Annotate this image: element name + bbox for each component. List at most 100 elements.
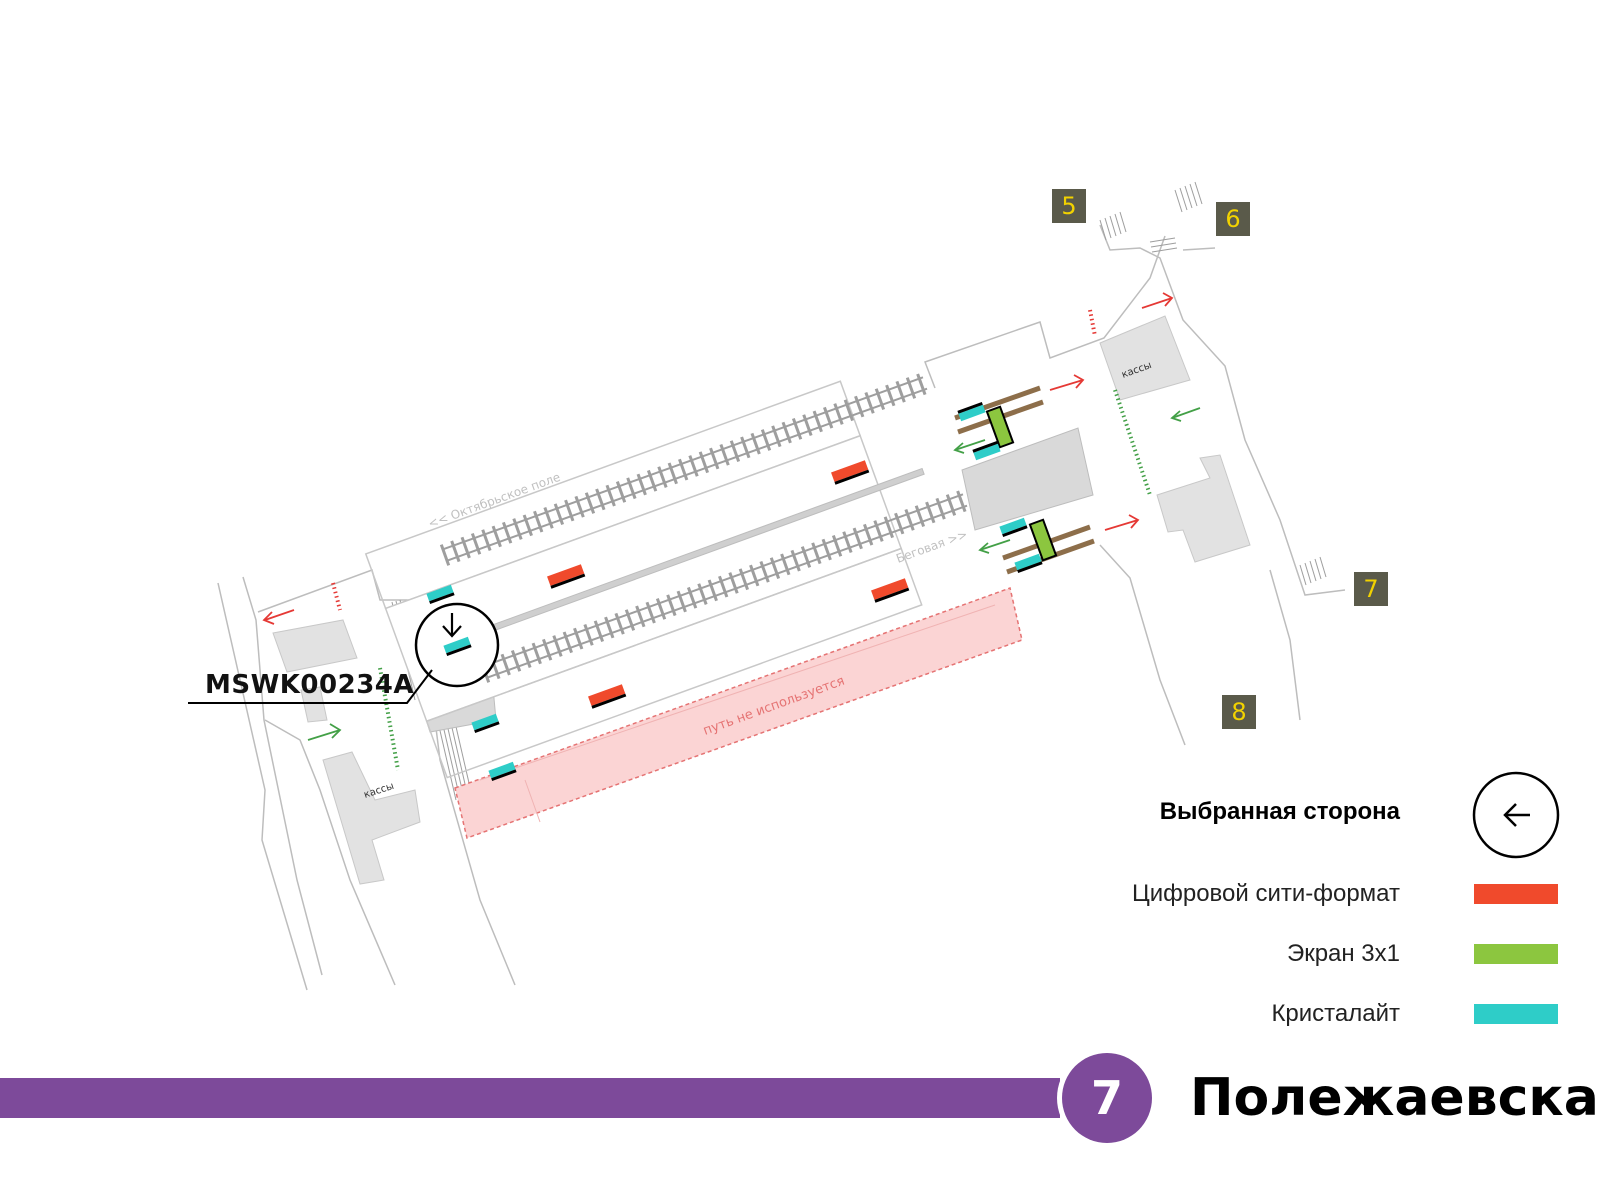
rail-tie [522,514,533,537]
rail-tie [759,560,770,583]
rail-tie [697,583,708,605]
legend-selected-side-label: Выбранная сторона [1159,798,1400,825]
rail-tie [842,531,853,553]
rail-tie [564,499,575,522]
rail-tie [500,653,511,676]
rail-tie [512,518,523,540]
rail-tie [709,447,720,470]
rail-tie [863,523,874,546]
rail-tie [521,646,532,669]
rail-tie [883,516,894,539]
rail-tie [905,377,917,399]
rail-tie [573,627,584,650]
rail-tie [678,458,689,481]
rail-tie [802,414,813,436]
rail-tie [450,540,461,563]
arrow-down-icon [442,613,462,638]
screen-3x1-lower [1028,518,1058,562]
arrow-entry-left [307,723,342,741]
rail-tie [790,549,801,572]
rail-tie [823,406,834,429]
rail-tie [791,417,803,440]
arrow-exit-right-2 [1104,514,1140,531]
right-escalator-block [961,427,1094,531]
rail-tie [553,503,565,526]
rail-tie [740,436,751,459]
rail-tie [729,440,741,462]
rail-tie [852,527,863,550]
rail-tie [935,497,946,520]
rail-tie [833,403,844,425]
rail-tie [510,650,522,672]
rail-tie [864,392,875,414]
rail-tie [636,473,647,496]
rail-tie [502,521,513,544]
rail-tie [470,533,482,555]
rail-tie [698,451,710,474]
rail-tie [676,590,687,613]
rail-tie [605,484,616,507]
rail-tie [719,443,730,466]
callout-leader-line [188,669,433,704]
rail-tie [831,534,843,557]
rail-tie [780,553,791,576]
arrow-entry-right-3 [1170,407,1201,422]
rail-line [446,387,928,562]
rail-tie [626,477,637,500]
rail-tie [945,494,957,516]
rail-tie [646,469,658,492]
arrow-entry-right-2 [978,539,1011,554]
rail-tie [593,620,605,643]
legend-screen-swatch [1474,944,1558,964]
rail-tie [750,432,761,455]
legend-crystalight-label: Кристалайт [1271,1000,1400,1027]
rail-tie [584,492,596,514]
rail-tie [707,579,718,602]
rail-tie [771,425,782,448]
rail-tie [439,544,451,566]
rail-tie [688,455,699,477]
rail-tie [916,373,927,396]
right-vestibule [924,224,1346,746]
rail-tie [894,512,905,535]
arrow-left-icon [1503,803,1530,827]
rail-tie [562,631,573,654]
station-name: Полежаевская [1190,1068,1600,1128]
rail-tie [604,616,615,639]
crystalight-markers [426,401,1043,782]
exit-badge-8: 8 [1222,695,1256,729]
rail-tie [574,495,585,518]
rail-tie [874,388,886,411]
arrow-exit-right-1 [1049,374,1085,391]
rail-tie [655,598,667,620]
rail-tie [491,525,502,548]
rail-tie [614,612,625,635]
rail-tie [531,642,542,665]
track-band-lower [425,547,923,779]
rail-tie [542,638,553,661]
rail-tie [645,601,656,624]
arrow-exit-left [262,609,295,625]
exit-badge-6: 6 [1216,202,1250,236]
city-format-markers [547,460,910,709]
rail-tie [686,586,698,609]
rail-tie [595,488,606,511]
rail-tie [718,575,729,598]
right-stairs [1099,181,1327,586]
ticket-office-left [322,751,421,885]
rail-tie [821,538,832,561]
rail-tie [956,490,967,513]
rail-tie [481,529,492,552]
rail-tie [583,624,594,646]
rail-tie [873,520,884,542]
rail-tie [811,542,822,565]
rail-tie [533,510,544,533]
tickets-block-right [1099,315,1191,401]
rail-tie [667,462,678,485]
rail-tie [728,572,739,594]
legend-crystalight-swatch [1474,1004,1558,1024]
rail-tie [615,481,627,503]
metro-line-bar [0,1078,1060,1118]
rail-tie [854,395,865,418]
rail-tie [666,594,677,617]
